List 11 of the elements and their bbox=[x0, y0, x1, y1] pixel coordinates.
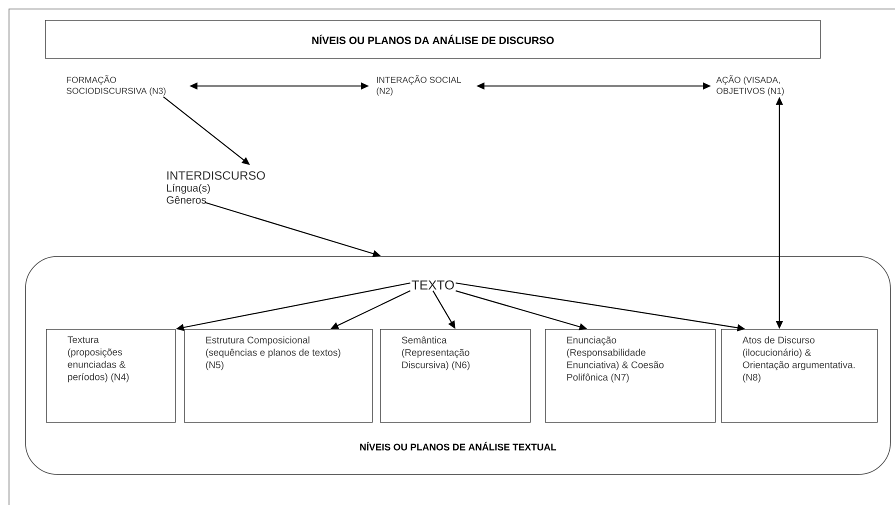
level-label: AÇÃO (VISADA, OBJETIVOS (N1) bbox=[716, 75, 784, 96]
level-box: Estrutura Composicional (sequências e planos de textos) (N5) bbox=[184, 329, 373, 423]
concept-label: INTERDISCURSO Língua(s) Gêneros bbox=[166, 171, 265, 204]
level-box: Atos de Discurso (ilocucionário) & Orientação argumentativa. (N8) bbox=[721, 329, 878, 423]
level-box: Textura (proposições enunciadas & períodos) (N4) bbox=[46, 329, 176, 423]
title-box: NÍVEIS OU PLANOS DA ANÁLISE DE DISCURSO bbox=[45, 20, 821, 59]
level-label: FORMAÇÃO SOCIODISCURSIVA (N3) bbox=[66, 75, 166, 96]
level-label: INTERAÇÃO SOCIAL (N2) bbox=[376, 75, 461, 96]
central-label: TEXTO bbox=[412, 280, 454, 290]
level-box: Semântica (Representação Discursiva) (N6) bbox=[380, 329, 531, 423]
level-box: Enunciação (Responsabilidade Enunciativa) & Coesão Polifônica (N7) bbox=[545, 329, 716, 423]
